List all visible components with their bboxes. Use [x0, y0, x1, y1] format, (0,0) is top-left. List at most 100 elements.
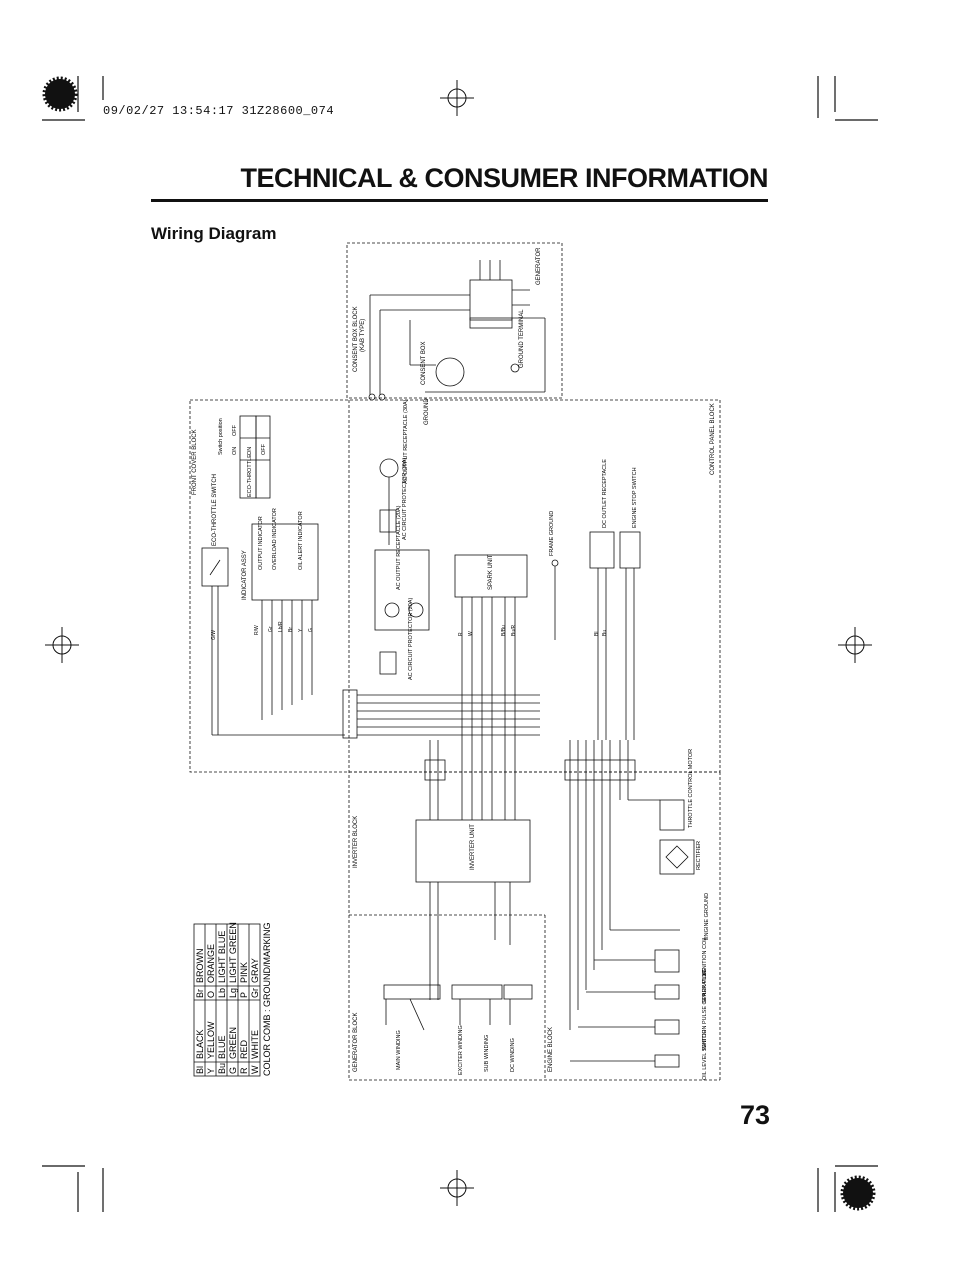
legend-color: WHITE — [250, 1030, 260, 1059]
wire-code-label: Bu/R — [511, 624, 517, 636]
legend-code: Lg — [228, 988, 238, 998]
block-boundaries — [189, 242, 721, 1081]
oil-alert-indicator-label: OIL ALERT INDICATOR — [298, 511, 304, 570]
legend-color: YELLOW — [206, 1021, 216, 1059]
wire-code-label: Br — [288, 627, 294, 632]
generator-windings — [383, 984, 533, 1031]
eco-table-header-right: Switch position — [218, 418, 224, 455]
control-panel-block-label: CONTROL PANEL BLOCK — [710, 403, 716, 475]
throttle-control-motor-label: THROTTLE CONTROL MOTOR — [688, 749, 694, 828]
engine-components — [570, 929, 680, 1068]
spark-plug-label: SPARK PLUG — [702, 968, 708, 1003]
legend-footer: COLOR COMB : GROUND/MARKING — [262, 922, 272, 1076]
dc-outlet-receptacle-symbol — [589, 531, 615, 740]
sub-winding-label: SUB WINDING — [484, 1035, 490, 1072]
legend-code: G — [228, 1067, 238, 1074]
overload-indicator-label: OVERLOAD INDICATOR — [272, 508, 278, 570]
wire-code-label: R/W — [254, 625, 260, 635]
wire-code-label: G — [308, 628, 314, 632]
legend-color: BLACK — [195, 1029, 205, 1059]
oil-level-switch-label: OIL LEVEL SWITCH — [702, 1030, 708, 1080]
wire-code-label: Bu — [602, 630, 608, 636]
consent-box-label: CONSENT BOX — [421, 341, 427, 385]
sub-title: Wiring Diagram — [151, 224, 277, 243]
ignition-pulse-generator-label: IGNITION PULSE GENERATOR — [702, 970, 708, 1050]
legend-color: RED — [239, 1039, 249, 1059]
eco-throttle-switch-label: ECO-THROTTLE SWITCH — [212, 474, 218, 546]
registration-target-bottom — [440, 1170, 474, 1206]
ac-output-receptacle-30a-symbol — [379, 458, 399, 545]
legend-color: LIGHT BLUE — [217, 931, 227, 983]
starburst-mark-bottom-right — [840, 1175, 876, 1211]
inverter-block-label: INVERTER BLOCK — [353, 816, 359, 868]
rectifier-symbol — [659, 839, 695, 875]
eco-table-row-on: ON — [247, 447, 253, 455]
inverter-unit-symbol — [415, 819, 531, 1000]
throttle-control-motor-symbol — [628, 799, 685, 831]
wire-code-label: Bl — [594, 632, 600, 636]
legend-code: R — [239, 1067, 249, 1074]
page-number: 73 — [740, 1100, 771, 1130]
rectifier-label: RECTIFIER — [696, 841, 702, 870]
legend-code: P — [239, 992, 249, 998]
output-indicator-label: OUTPUT INDICATOR — [258, 516, 264, 570]
eco-table-col-off: OFF — [232, 424, 238, 436]
eco-throttle-switch-symbol — [201, 547, 345, 736]
section-title: TECHNICAL & CONSUMER INFORMATION — [240, 163, 769, 193]
indicator-assy-label: INDICATOR ASSY — [242, 550, 248, 600]
starburst-mark-top-left — [42, 76, 78, 112]
generator-block-label: GENERATOR BLOCK — [353, 1013, 359, 1072]
legend-color: GREEN — [228, 1027, 238, 1059]
eco-table-col-on: ON — [232, 447, 238, 455]
exciter-winding-label: EXCITER WINDING — [458, 1025, 464, 1075]
engine-ground-label: ENGINE GROUND — [704, 893, 710, 940]
engine-stop-switch-label: ENGINE STOP SWITCH — [632, 467, 638, 528]
legend-code: Y — [206, 1068, 216, 1074]
legend-code: W — [250, 1065, 260, 1074]
spark-unit-symbol — [454, 554, 528, 740]
inverter-block-connectors — [424, 740, 636, 1030]
consent-box-block-label: CONSENT BOX BLOCK — [353, 306, 359, 372]
title-rule — [151, 199, 768, 202]
wire-code-label: W — [468, 631, 474, 636]
generator-label: GENERATOR — [536, 247, 542, 285]
registration-target-right — [838, 627, 872, 663]
frame-ground-symbol — [551, 559, 559, 640]
ac-output-receptacle-20a-symbol — [374, 549, 430, 631]
legend-color: BLUE — [217, 1035, 227, 1059]
registration-target-left — [45, 627, 79, 663]
legend-color: PINK — [239, 962, 249, 983]
ac-circuit-protector-20a-label: AC CIRCUIT PROTECTOR (20A) — [408, 598, 414, 680]
legend-color: BROWN — [195, 949, 205, 984]
legend-code: O — [206, 991, 216, 998]
eco-table-header-left: ECO-THROTTLE — [247, 454, 253, 497]
wire-code-label: Y — [298, 628, 304, 632]
main-winding-label: MAIN WINDING — [396, 1030, 402, 1070]
wire-code-label: B/Bu — [501, 625, 507, 636]
crop-marks — [42, 76, 878, 1212]
front-cover-connector — [342, 689, 540, 739]
eco-throttle-table — [239, 415, 271, 499]
registration-target-top — [440, 80, 474, 116]
legend-code: Gr — [250, 988, 260, 998]
ground-label: GROUND — [424, 398, 430, 425]
engine-stop-switch-symbol — [619, 531, 641, 740]
spark-unit-label: SPARK UNIT — [488, 554, 494, 590]
ac-circuit-protector-20a-symbol — [379, 651, 397, 675]
ground-terminal-label: GROUND TERMINAL — [519, 309, 525, 368]
legend-color: ORANGE — [206, 944, 216, 983]
legend-color: LIGHT GREEN — [228, 922, 238, 983]
engine-block-label: ENGINE BLOCK — [548, 1027, 554, 1072]
front-cover-block-label: FRONT COVER BLOCK — [192, 429, 198, 495]
indicator-assy-symbol — [251, 523, 319, 720]
consent-box-type-label: (KAB TYPE) — [360, 319, 366, 352]
ac-output-receptacle-30a-label: AC OUTPUT RECEPTACLE (30A) — [403, 399, 409, 484]
ignition-coil-label: IGNITION COIL — [702, 936, 708, 975]
legend-code: Bl — [195, 1066, 205, 1074]
color-legend: Bl BLACK Br BROWN Y YELLOW O ORANGE Bu B… — [193, 922, 272, 1077]
ac-circuit-protector-30a-label: AC CIRCUIT PROTECTOR (30A) — [402, 458, 408, 540]
wire-code-label: R — [458, 632, 464, 636]
legend-color: GRAY — [250, 958, 260, 983]
dc-winding-label: DC WINDING — [510, 1038, 516, 1072]
